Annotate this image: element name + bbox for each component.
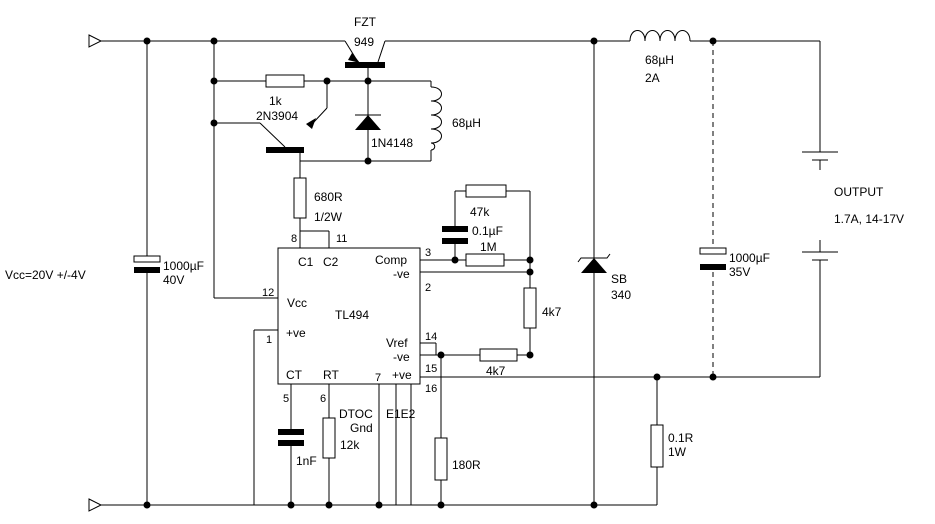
wires bbox=[101, 40, 821, 506]
resistor-47k bbox=[465, 184, 507, 198]
label-r-01-w: 1W bbox=[668, 445, 687, 459]
pin-2: 2 bbox=[425, 282, 431, 294]
label-r-12k: 12k bbox=[340, 438, 360, 452]
label-r-1k: 1k bbox=[269, 94, 283, 108]
label-l-2a: 2A bbox=[645, 71, 660, 85]
tl494-ic bbox=[277, 247, 421, 385]
diode-1n4148 bbox=[355, 114, 381, 130]
2n3904-transistor bbox=[266, 118, 316, 153]
pin-15: 15 bbox=[425, 363, 437, 375]
capacitor-0-1uf bbox=[442, 226, 468, 244]
resistor-0-1r bbox=[650, 424, 664, 468]
label-fzt-num: 949 bbox=[354, 35, 374, 49]
pin-14: 14 bbox=[425, 331, 437, 343]
pin-16: 16 bbox=[425, 383, 437, 395]
label-r-4k7-a: 4k7 bbox=[542, 305, 562, 319]
ic-label-neg2: -ve bbox=[393, 350, 410, 364]
ic-label-pos1: +ve bbox=[286, 326, 306, 340]
label-r-680-w: 1/2W bbox=[314, 210, 343, 224]
ic-label-name: TL494 bbox=[335, 308, 369, 322]
label-output-spec: 1.7A, 14-17V bbox=[834, 212, 904, 226]
capacitor-1nf bbox=[278, 429, 304, 446]
label-r-01: 0.1R bbox=[668, 431, 694, 445]
output-load-symbol bbox=[802, 151, 838, 261]
label-l-68uh-b: 68µH bbox=[645, 53, 674, 67]
pin-1: 1 bbox=[266, 334, 272, 346]
label-vcc-in: Vcc=20V +/-4V bbox=[5, 268, 86, 282]
resistor-1m bbox=[465, 253, 505, 267]
capacitor-1000uf-input bbox=[133, 255, 161, 273]
label-c-1000-out-v: 35V bbox=[729, 265, 750, 279]
resistor-12k bbox=[322, 417, 336, 459]
pin-3: 3 bbox=[425, 247, 431, 259]
resistor-4k7-horizontal bbox=[479, 348, 518, 362]
ic-pin-numbers: 8 11 3 2 12 1 14 15 16 5 6 7 bbox=[262, 233, 437, 405]
label-c-01uf: 0.1µF bbox=[472, 224, 503, 238]
ic-label-ct: CT bbox=[286, 368, 303, 382]
label-e1e2: E1E2 bbox=[386, 407, 416, 421]
junction-dots bbox=[143, 37, 717, 509]
label-r-180: 180R bbox=[452, 458, 481, 472]
component-labels: FZT 949 1k 2N3904 68µH 1N4148 68µH 2A 68… bbox=[5, 15, 904, 472]
label-c-1000-in: 1000µF bbox=[163, 259, 204, 273]
input-terminal-top bbox=[88, 34, 103, 48]
pin-6: 6 bbox=[320, 393, 326, 405]
label-gnd: Gnd bbox=[350, 421, 373, 435]
ic-label-c2: C2 bbox=[323, 255, 339, 269]
label-sb: SB bbox=[611, 272, 627, 286]
pin-11: 11 bbox=[336, 233, 347, 245]
label-c-1nf: 1nF bbox=[296, 454, 317, 468]
label-r-680: 680R bbox=[314, 190, 343, 204]
label-r-47k: 47k bbox=[470, 205, 490, 219]
label-output: OUTPUT bbox=[834, 185, 884, 199]
label-fzt: FZT bbox=[354, 15, 377, 29]
pin-12: 12 bbox=[262, 287, 274, 299]
resistor-180r bbox=[434, 437, 448, 481]
label-d-1n4148: 1N4148 bbox=[371, 136, 413, 150]
label-l-68uh-a: 68µH bbox=[452, 116, 481, 130]
pin-8: 8 bbox=[291, 233, 297, 245]
pin-7: 7 bbox=[375, 372, 381, 384]
ic-label-vcc: Vcc bbox=[287, 296, 307, 310]
label-r-4k7-b: 4k7 bbox=[486, 364, 506, 378]
pin-5: 5 bbox=[283, 393, 289, 405]
label-q-2n3904: 2N3904 bbox=[256, 109, 298, 123]
ic-label-rt: RT bbox=[323, 368, 339, 382]
label-r-1m: 1M bbox=[480, 240, 497, 254]
ic-internal-labels: C1 C2 Comp -ve Vcc TL494 +ve Vref -ve CT… bbox=[286, 253, 412, 382]
label-c-1000-out: 1000µF bbox=[729, 251, 770, 265]
schottky-sb340 bbox=[577, 253, 611, 273]
label-dtoc: DTOC bbox=[339, 407, 373, 421]
inductor-68uh-output bbox=[629, 30, 691, 42]
label-sb-num: 340 bbox=[611, 288, 631, 302]
fzt949-transistor bbox=[344, 40, 386, 68]
ic-label-comp: Comp bbox=[375, 253, 407, 267]
label-c-1000-in-v: 40V bbox=[163, 273, 184, 287]
ic-label-pos2: +ve bbox=[392, 368, 412, 382]
ic-label-neg1: -ve bbox=[393, 267, 410, 281]
resistor-4k7-vertical bbox=[523, 287, 537, 329]
capacitor-1000uf-output bbox=[699, 247, 727, 270]
ic-label-vref: Vref bbox=[386, 336, 408, 350]
resistor-680r bbox=[293, 177, 307, 219]
ic-label-c1: C1 bbox=[298, 255, 314, 269]
input-terminal-bottom bbox=[88, 498, 103, 512]
inductor-68uh-vertical bbox=[430, 86, 442, 151]
resistor-1k bbox=[265, 74, 305, 88]
